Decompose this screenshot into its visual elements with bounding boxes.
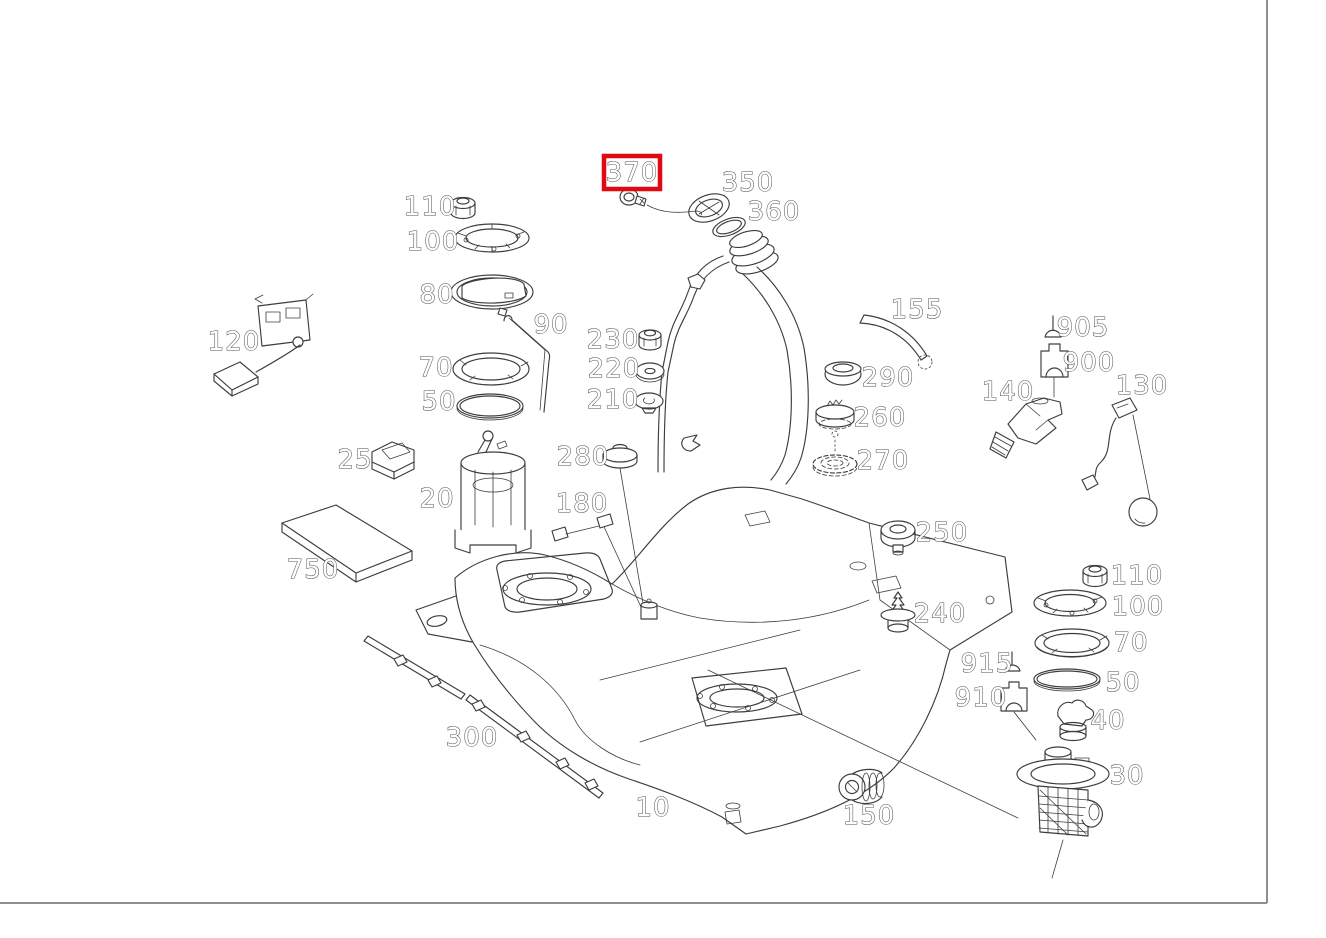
part-155-vent-hose-drawing bbox=[859, 314, 933, 370]
part-905-pin-drawing bbox=[1044, 315, 1062, 338]
part-750-pad-drawing bbox=[281, 504, 413, 583]
callout-90[interactable]: 90 bbox=[533, 309, 568, 340]
part-50-seal-drawing bbox=[456, 393, 524, 421]
part-280-grommet-drawing bbox=[602, 443, 638, 469]
callout-370[interactable]: 370 bbox=[605, 157, 659, 188]
part-915-pin-drawing bbox=[1004, 651, 1021, 672]
part-120-level-sensor-drawing bbox=[213, 293, 314, 397]
callout-250[interactable]: 250 bbox=[915, 517, 969, 548]
callout-900[interactable]: 900 bbox=[1062, 347, 1116, 378]
callout-260[interactable]: 260 bbox=[853, 402, 907, 433]
part-100-locking-ring-drawing bbox=[454, 223, 530, 253]
part-220-washer-drawing bbox=[635, 362, 665, 383]
callout-70-left[interactable]: 70 bbox=[418, 352, 453, 383]
callout-290[interactable]: 290 bbox=[861, 362, 915, 393]
part-70b-sealing-ring-drawing bbox=[1034, 628, 1110, 658]
part-20-fuel-pump-drawing bbox=[454, 430, 532, 554]
callout-210[interactable]: 210 bbox=[586, 384, 640, 415]
callout-230[interactable]: 230 bbox=[586, 324, 640, 355]
part-270-seal-disc-drawing bbox=[812, 454, 858, 477]
part-150-drain-plug-drawing bbox=[838, 768, 885, 805]
callout-100-left[interactable]: 100 bbox=[406, 226, 460, 257]
callout-750[interactable]: 750 bbox=[286, 554, 340, 585]
callout-905[interactable]: 905 bbox=[1056, 312, 1110, 343]
callout-50-right[interactable]: 50 bbox=[1105, 667, 1140, 698]
highlight-box-370 bbox=[601, 153, 663, 192]
filler-pipe-drawing bbox=[657, 229, 809, 485]
part-230-nut-drawing bbox=[638, 329, 662, 351]
callout-220[interactable]: 220 bbox=[587, 353, 641, 384]
callout-130[interactable]: 130 bbox=[1115, 370, 1169, 401]
callout-50-left[interactable]: 50 bbox=[421, 386, 456, 417]
part-70-sealing-ring-drawing bbox=[452, 352, 530, 386]
part-370-cap-tether-drawing bbox=[619, 188, 703, 216]
callout-40[interactable]: 40 bbox=[1090, 705, 1125, 736]
part-260-valve-drawing bbox=[815, 399, 855, 453]
callout-360[interactable]: 360 bbox=[747, 196, 801, 227]
part-130-level-sensor-drawing bbox=[1081, 397, 1158, 527]
callout-110-right[interactable]: 110 bbox=[1110, 560, 1164, 591]
callout-155[interactable]: 155 bbox=[890, 294, 944, 325]
callout-100-right[interactable]: 100 bbox=[1111, 591, 1165, 622]
callout-110-left[interactable]: 110 bbox=[403, 191, 457, 222]
callout-280[interactable]: 280 bbox=[556, 441, 610, 472]
part-140-vent-valve-drawing bbox=[989, 397, 1063, 459]
part-180-strap-drawing bbox=[551, 513, 614, 542]
callout-350[interactable]: 350 bbox=[721, 167, 775, 198]
part-25-clip-drawing bbox=[371, 441, 415, 480]
part-110b-nut-drawing bbox=[1082, 564, 1108, 588]
part-910-housing-drawing bbox=[1000, 681, 1028, 712]
part-360-cap-seal-drawing bbox=[712, 216, 746, 238]
part-100b-locking-ring-drawing bbox=[1033, 589, 1107, 617]
part-290-bushing-drawing bbox=[824, 361, 862, 386]
part-300-tension-strap-drawing bbox=[363, 635, 604, 799]
callout-300[interactable]: 300 bbox=[445, 722, 499, 753]
part-250-grommet-drawing bbox=[880, 520, 916, 556]
part-900-housing-drawing bbox=[1040, 343, 1069, 378]
callout-30[interactable]: 30 bbox=[1109, 760, 1144, 791]
part-80-cover-drawing bbox=[450, 274, 534, 317]
callout-140[interactable]: 140 bbox=[981, 376, 1035, 407]
part-10-fuel-tank-drawing bbox=[415, 486, 1013, 835]
callout-25[interactable]: 25 bbox=[337, 444, 372, 475]
callout-80[interactable]: 80 bbox=[419, 279, 454, 310]
callout-915[interactable]: 915 bbox=[960, 648, 1014, 679]
part-210-washer-drawing bbox=[634, 392, 664, 414]
callout-120[interactable]: 120 bbox=[207, 326, 261, 357]
callout-150[interactable]: 150 bbox=[842, 800, 896, 831]
part-40-valve-drawing bbox=[1057, 699, 1095, 742]
part-50b-seal-drawing bbox=[1033, 668, 1101, 692]
part-350-fuel-cap-drawing bbox=[688, 193, 730, 223]
part-240-rivet-drawing bbox=[880, 591, 916, 633]
callout-70-right[interactable]: 70 bbox=[1113, 627, 1148, 658]
callout-910[interactable]: 910 bbox=[954, 682, 1008, 713]
part-30-sender-unit-drawing bbox=[1016, 746, 1110, 837]
callout-20[interactable]: 20 bbox=[419, 483, 454, 514]
part-110-nut-drawing bbox=[450, 196, 476, 220]
callout-10[interactable]: 10 bbox=[635, 792, 670, 823]
callout-270[interactable]: 270 bbox=[856, 445, 910, 476]
part-90-vent-pipe-drawing bbox=[503, 315, 551, 413]
leader-lines bbox=[599, 376, 1064, 879]
callout-180[interactable]: 180 bbox=[555, 488, 609, 519]
callout-240[interactable]: 240 bbox=[913, 598, 967, 629]
